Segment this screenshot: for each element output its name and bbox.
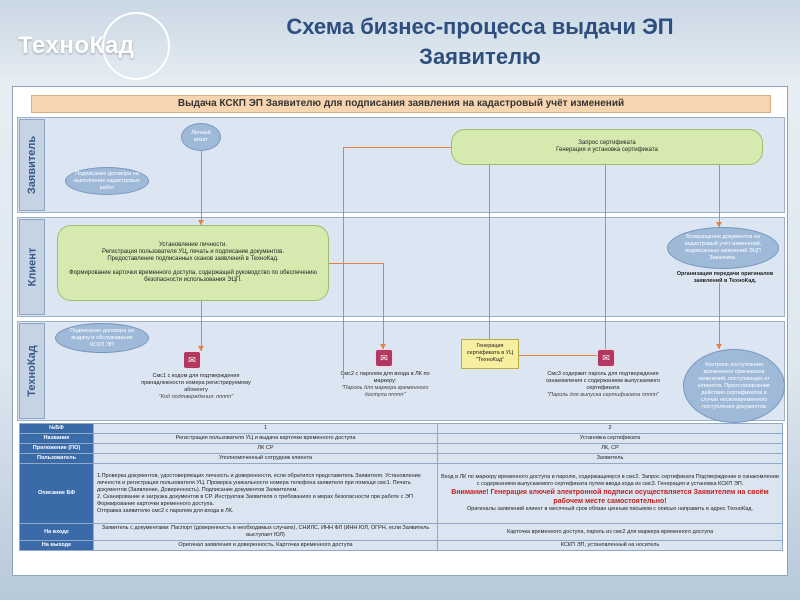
- logo-text: ТехноКад: [18, 32, 135, 59]
- connector-line: [201, 151, 202, 225]
- lane-label-applicant: Заявитель: [26, 135, 38, 195]
- row-label: №БФ: [19, 423, 94, 434]
- sign-contract-label: Подписание договора на выполнение кадаст…: [74, 170, 140, 191]
- lane-tab-client: Клиент: [19, 219, 45, 315]
- lane-tab-applicant: Заявитель: [19, 119, 45, 211]
- sms1-label: Смс1 с кодом для подтверждения принадлеж…: [141, 373, 251, 393]
- table-cell: Заявитель с документами: Паспорт (довере…: [93, 523, 438, 541]
- sms3-label: Смс3 содержит пароль для подтверждения о…: [545, 371, 661, 391]
- lane-label-tehnokad: ТехноКад: [26, 345, 39, 397]
- sms2-label: Смс2 с паролем для входа в ЛК по маркеру…: [340, 371, 430, 384]
- connector-line: [719, 283, 720, 349]
- table-cell: Уполномоченный сотрудник клиента: [93, 453, 438, 464]
- table-cell: Установка сертификата: [437, 433, 783, 444]
- table-cell: 1: [93, 423, 438, 434]
- description-text: Вход в ЛК по маркеру временного доступа …: [441, 474, 779, 487]
- arrow-head: [716, 222, 722, 227]
- request-cert-box: Запрос сертификата Генерация и установка…: [451, 129, 763, 165]
- table-cell: КСКП ЭП, установленный на носитель: [437, 540, 783, 551]
- client-originals-text: Организация передачи оригиналов заявлени…: [676, 271, 774, 284]
- row-label: Описание БФ: [19, 463, 94, 524]
- sms2-text: Смс2 с паролем для входа в ЛК по маркеру…: [337, 371, 433, 399]
- tehnokad-control-label: Контроль поступления временного оригинал…: [697, 361, 771, 410]
- personal-visit-node: Личный визит: [181, 123, 221, 151]
- table-row: Приложение (ПО) ЛК СР ЛК, СР: [19, 443, 783, 454]
- connector-line: [343, 147, 344, 379]
- tehnokad-contract-label: Подписание договора на выдачу и обслужив…: [70, 327, 134, 348]
- connector-line: [605, 165, 606, 349]
- row-label: Пользователь: [19, 453, 94, 464]
- connector-line: [201, 301, 202, 351]
- table-cell: ЛК, СР: [437, 443, 783, 454]
- table-cell: 2: [437, 423, 783, 434]
- arrow-head: [198, 346, 204, 351]
- arrow-head: [380, 344, 386, 349]
- table-cell: Регистрация пользователя УЦ и выдача кар…: [93, 433, 438, 444]
- sign-contract-node: Подписание договора на выполнение кадаст…: [65, 167, 149, 195]
- description-tail: Оригиналы заявлений клиент в месячный ср…: [467, 506, 753, 512]
- sms-phone-icon: ✉: [183, 351, 201, 369]
- logo-ring: [102, 12, 170, 80]
- table-cell: Карточка временного доступа, пароль из с…: [437, 523, 783, 541]
- connector-line: [329, 263, 383, 264]
- cert-generation-box: Генерация сертификата в УЦ "ТехноКад": [461, 339, 519, 369]
- client-main-box: Установление личности. Регистрация польз…: [57, 225, 329, 301]
- table-cell: ЛК СР: [93, 443, 438, 454]
- tehnokad-logo: ТехноКад: [18, 12, 170, 80]
- connector-line: [489, 165, 490, 339]
- sms-phone-icon: ✉: [375, 349, 393, 367]
- table-row: Описание БФ 1.Проверка документов, удост…: [19, 463, 783, 524]
- sms1-code: "Код подтверждения: ппппп": [158, 394, 234, 400]
- slide-title: Схема бизнес-процесса выдачи ЭП Заявител…: [220, 12, 740, 72]
- arrow-head: [198, 220, 204, 225]
- arrow-head: [716, 344, 722, 349]
- connector-line: [343, 147, 451, 148]
- row-label: Приложение (ПО): [19, 443, 94, 454]
- tehnokad-control-node: Контроль поступления временного оригинал…: [683, 349, 785, 423]
- bf-table: №БФ 1 2 Название Регистрация пользовател…: [19, 423, 783, 551]
- diagram-header: Выдача КСКП ЭП Заявителю для подписания …: [31, 95, 771, 113]
- table-row: №БФ 1 2: [19, 423, 783, 434]
- table-row: Пользователь Уполномоченный сотрудник кл…: [19, 453, 783, 464]
- sms-phone-icon: ✉: [597, 349, 615, 367]
- title-line-1: Схема бизнес-процесса выдачи ЭП: [286, 14, 674, 39]
- sms3-text: Смс3 содержит пароль для подтверждения о…: [533, 371, 673, 399]
- table-cell-description: Вход в ЛК по маркеру временного доступа …: [437, 463, 783, 524]
- sms1-text: Смс1 с кодом для подтверждения принадлеж…: [141, 373, 251, 401]
- connector-line: [719, 165, 720, 227]
- table-cell: 1.Проверка документов, удостоверяющих ли…: [93, 463, 438, 524]
- row-label: Название: [19, 433, 94, 444]
- connector-line: [519, 355, 597, 356]
- lane-tab-tehnokad: ТехноКад: [19, 323, 45, 419]
- title-line-2: Заявителю: [419, 44, 541, 69]
- sms3-password: "Пароль для выпуска сертификата ппппп": [547, 392, 659, 398]
- tehnokad-contract-node: Подписание договора на выдачу и обслужив…: [55, 323, 149, 353]
- process-diagram: Выдача КСКП ЭП Заявителю для подписания …: [12, 86, 788, 576]
- client-return-node: Возвращение документов на кадастровый уч…: [667, 227, 779, 269]
- table-row: На входе Заявитель с документами: Паспор…: [19, 523, 783, 541]
- connector-line: [383, 263, 384, 349]
- row-label: На выходе: [19, 540, 94, 551]
- warning-text: Внимание! Генерация ключей электронной п…: [451, 489, 769, 505]
- table-cell: Оригинал заявления и доверенность, Карто…: [93, 540, 438, 551]
- client-return-label: Возвращение документов на кадастровый уч…: [684, 234, 762, 261]
- table-row: Название Регистрация пользователя УЦ и в…: [19, 433, 783, 444]
- personal-visit-label: Личный визит: [191, 130, 211, 143]
- row-label: На входе: [19, 523, 94, 541]
- table-row: На выходе Оригинал заявления и доверенно…: [19, 540, 783, 551]
- table-cell: Заявитель: [437, 453, 783, 464]
- sms2-password: "Пароль для маркера временного доступа п…: [341, 385, 429, 398]
- lane-label-client: Клиент: [26, 247, 38, 287]
